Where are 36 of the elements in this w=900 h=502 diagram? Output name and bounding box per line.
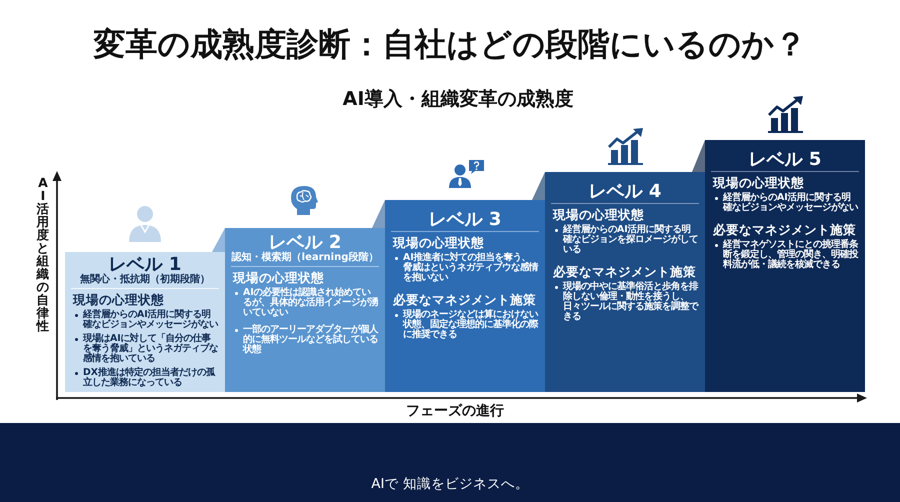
- level-heading: レベル 3: [428, 210, 502, 229]
- chart-subtitle: AI導入・組織変革の成熟度: [342, 87, 574, 111]
- bullet-item: AI推進者に対ての担当を奪う、脅威はというネガティブウな感情を抱いない: [393, 253, 539, 283]
- section-heading: 現場の心理状態: [713, 175, 805, 190]
- tagline: AIで 知識をビジネスへ。: [371, 476, 529, 493]
- section-heading: 必要なマネジメント施策: [393, 292, 537, 307]
- level-heading: レベル 1: [108, 255, 182, 274]
- level-box: [225, 228, 385, 392]
- section-heading: 現場の心理状態: [393, 235, 485, 250]
- axis-label: フェーズの進行: [406, 402, 504, 420]
- bullet-item: 現場のネージなどは算におけない状態、固定な理想的に基準化の際に推奨できる: [393, 310, 539, 340]
- level-heading: レベル 2: [268, 233, 342, 252]
- section-heading: 現場の心理状態: [233, 270, 325, 285]
- section-heading: 必要なマネジメント施策: [553, 264, 697, 279]
- bullet-item: 一部のアーリーアダプターが個人的に無料ツールなどを試している状態: [233, 325, 379, 355]
- section-heading: 現場の心理状態: [553, 207, 645, 222]
- section-heading: 必要なマネジメント施策: [713, 222, 857, 237]
- level-box: [385, 200, 545, 392]
- bullet-item: 現場の中やに基準俗活と歩角を排除しない倫理・動性を接うし、日々ツールに関する施策を調整できる: [553, 282, 699, 322]
- bullet-item: 経営層からのAI活用に関する明確なビジョンやメッセージがない: [713, 193, 859, 213]
- bullet-item: 経営層からのAI活用に関する明確なビジョンを探ロメージがしている: [553, 225, 699, 255]
- level-box: [65, 252, 225, 392]
- bullet-item: 経営層からのAI活用に関する明確なビジョンやメッセージがない: [73, 310, 219, 330]
- level-heading: レベル 4: [588, 182, 662, 201]
- level-box: [705, 140, 865, 392]
- section-heading: 現場の心理状態: [73, 292, 165, 307]
- level-box: [545, 172, 705, 392]
- bullet-item: 経営マネゲソストにとの挑理番条断を鍛定し、管理の関き、明確投料流が低・議続を核滅できる: [713, 240, 859, 270]
- bullet-item: DX推進は特定の担当者だけの孤立した業務になっている: [73, 368, 219, 388]
- phase-label: 無関心・抵抗期（初期段階）: [79, 274, 211, 286]
- bullet-item: 現場はAIに対して「自分の仕事を奪う脅威」というネガティブな感情を抱いている: [73, 334, 219, 364]
- phase-label: 認知・模索期（learning段階）: [230, 252, 380, 264]
- axis-label: AI活用度と組織の自律性: [36, 176, 50, 332]
- bullet-item: AIの必要性は認識され始めているが、具体的な活用イメージが湧いていない: [233, 288, 379, 318]
- title: 変革の成熟度診断：自社はどの段階にいるのか？: [94, 25, 806, 63]
- level-heading: レベル 5: [748, 150, 822, 169]
